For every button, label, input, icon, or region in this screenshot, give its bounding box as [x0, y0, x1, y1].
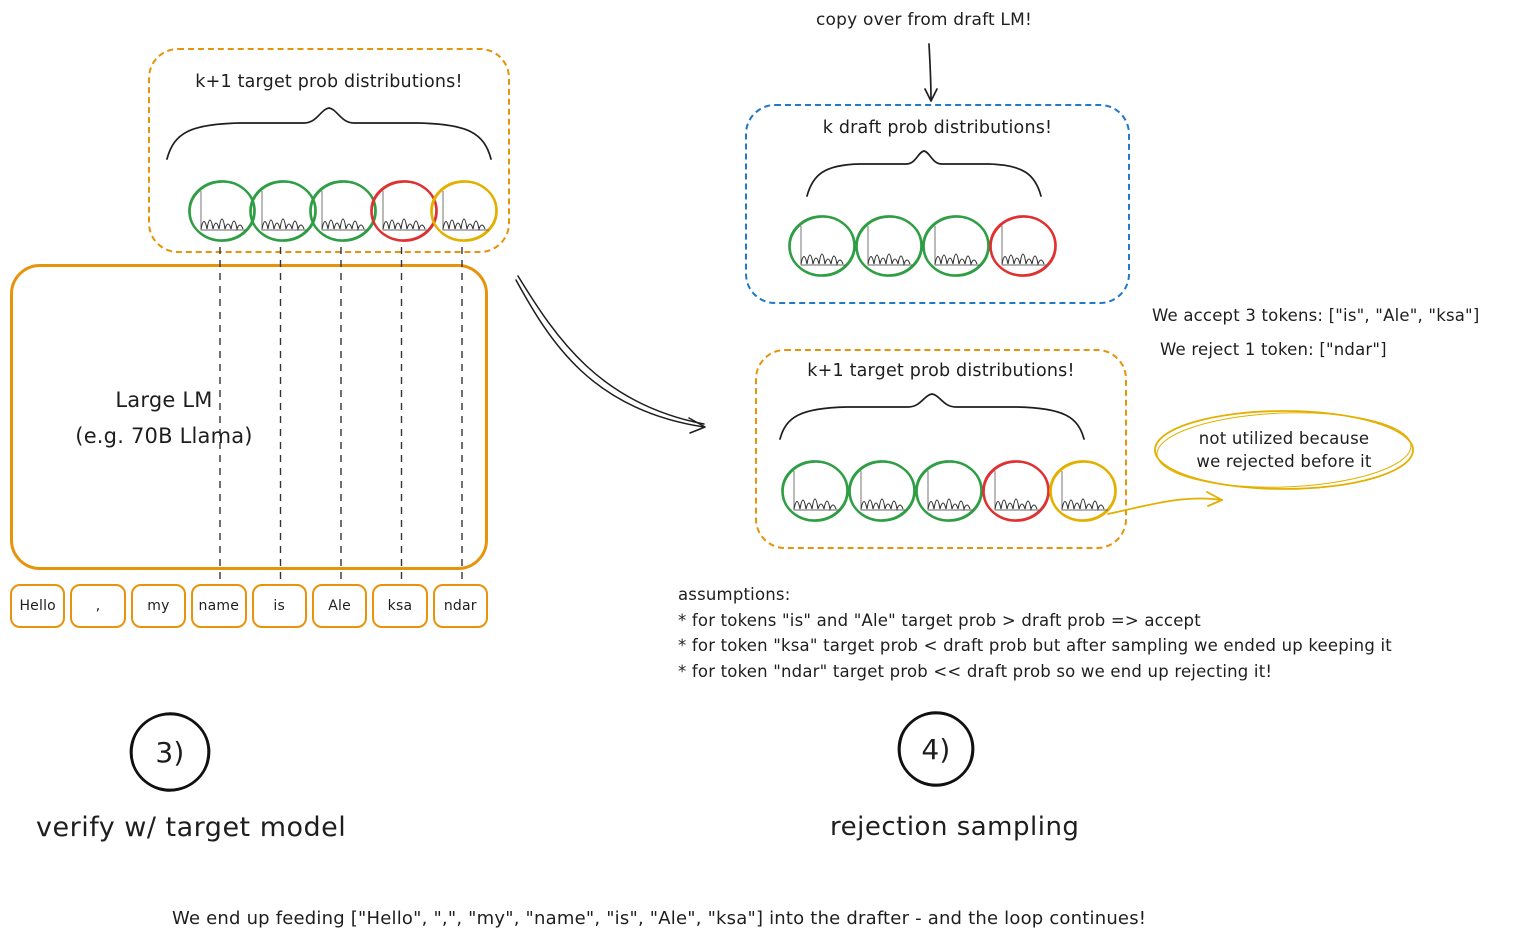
brace-icon	[779, 393, 1085, 440]
distribution-plot-accepted	[788, 215, 856, 277]
step-4-label: rejection sampling	[830, 812, 1080, 842]
step-3-label: verify w/ target model	[36, 812, 347, 843]
assumptions-heading: assumptions:	[678, 585, 791, 604]
distribution-plot-accepted	[781, 460, 849, 522]
bubble-text: not utilized because we rejected before …	[1152, 408, 1416, 492]
token-box: is	[251, 584, 307, 628]
assumption-item: * for tokens "is" and "Ale" target prob …	[678, 610, 1201, 630]
rejection-target-box: k+1 target prob distributions!	[755, 349, 1127, 549]
distribution-plot-accepted	[855, 215, 923, 277]
distribution-plot-unused	[430, 180, 498, 242]
token-box: Ale	[311, 584, 368, 628]
large-lm-label: Large LM (e.g. 70B Llama)	[39, 383, 289, 454]
target-distributions-box: k+1 target prob distributions!	[148, 48, 510, 253]
distribution-plot-accepted	[922, 215, 990, 277]
brace-icon	[166, 107, 492, 160]
token-box: ksa	[372, 584, 428, 628]
footer-note: We end up feeding ["Hello", ",", "my", "…	[172, 908, 1147, 929]
distribution-plot-rejected	[989, 215, 1057, 277]
distribution-plot-unused	[1049, 460, 1117, 522]
target-distribution-row	[187, 178, 508, 244]
token-row: Hello , my name is Ale ksa ndar	[10, 584, 488, 628]
token-box: name	[191, 584, 247, 628]
reject-token-text: We reject 1 token: ["ndar"]	[1160, 340, 1387, 359]
rejection-target-title: k+1 target prob distributions!	[807, 361, 1075, 381]
token-box: ,	[70, 584, 126, 628]
token-box: my	[130, 584, 187, 628]
target-distributions-title: k+1 target prob distributions!	[195, 72, 463, 92]
hand-drawn-circle-icon	[129, 712, 211, 792]
distribution-plot-accepted	[309, 180, 377, 242]
not-utilized-bubble: not utilized because we rejected before …	[1152, 408, 1416, 492]
bubble-line: we rejected before it	[1196, 452, 1372, 471]
distribution-plot-rejected	[369, 180, 438, 242]
step-3-circle: 3)	[128, 710, 212, 794]
distribution-plot-accepted	[188, 180, 256, 242]
assumption-item: * for token "ksa" target prob < draft pr…	[678, 636, 1392, 656]
distribution-plot-accepted	[248, 180, 317, 242]
step-4-number: 4)	[921, 732, 951, 766]
large-lm-subtitle: (e.g. 70B Llama)	[75, 423, 253, 448]
distribution-plot-rejected	[982, 460, 1050, 522]
draft-distributions-title: k draft prob distributions!	[822, 118, 1053, 138]
token-box: Hello	[10, 584, 66, 628]
step-4-circle: 4)	[896, 709, 976, 789]
distribution-plot-accepted	[848, 460, 916, 522]
assumptions-block: assumptions: * for tokens "is" and "Ale"…	[678, 582, 1392, 684]
large-lm-box: Large LM (e.g. 70B Llama)	[10, 264, 488, 570]
accept-tokens-text: We accept 3 tokens: ["is", "Ale", "ksa"]	[1152, 306, 1480, 325]
down-arrow	[924, 43, 938, 102]
bubble-ellipse-icon	[1154, 410, 1414, 490]
assumption-item: * for token "ndar" target prob << draft …	[678, 661, 1273, 681]
large-lm-name: Large LM	[115, 388, 213, 412]
curved-arrow	[515, 275, 706, 434]
brace-icon	[806, 150, 1042, 197]
copy-over-label: copy over from draft LM!	[816, 10, 1032, 30]
draft-distributions-box: k draft prob distributions!	[745, 104, 1130, 304]
distribution-plot-accepted	[915, 460, 983, 522]
bubble-line: not utilized because	[1198, 428, 1370, 448]
step-3-number: 3)	[155, 735, 185, 769]
token-box: ndar	[432, 584, 488, 628]
draft-distribution-row	[787, 213, 1128, 279]
hand-drawn-circle-icon	[897, 711, 975, 787]
rejection-distribution-row	[780, 458, 1125, 524]
